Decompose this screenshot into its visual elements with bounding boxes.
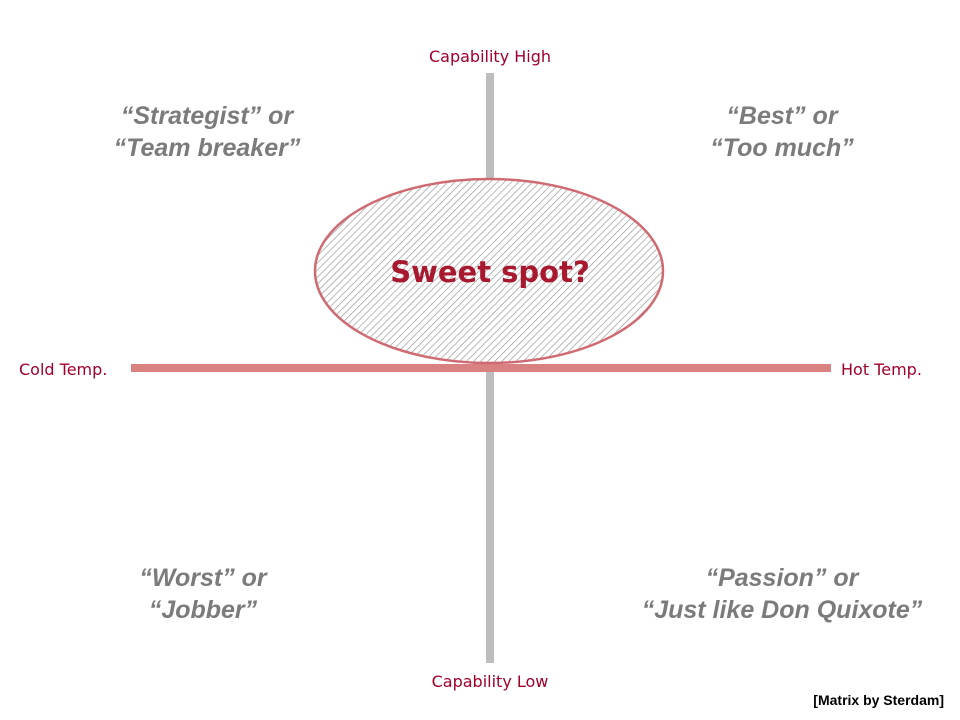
- axis-label-hot-temp: Hot Temp.: [841, 360, 922, 379]
- quadrant-top-left: “Strategist” or “Team breaker”: [87, 100, 327, 164]
- quadrant-top-left-line1: “Strategist” or: [120, 102, 294, 130]
- axis-label-capability-low: Capability Low: [431, 672, 549, 691]
- quadrant-bottom-left-line1: “Worst” or: [139, 564, 267, 592]
- quadrant-bottom-right: “Passion” or “Just like Don Quixote”: [602, 562, 960, 626]
- quadrant-top-right-line1: “Best” or: [726, 102, 838, 130]
- axis-label-capability-high: Capability High: [428, 47, 552, 66]
- quadrant-bottom-left-line2: “Jobber”: [148, 596, 258, 624]
- quadrant-top-left-line2: “Team breaker”: [113, 134, 301, 162]
- horizontal-axis-temperature: [131, 364, 831, 372]
- credit-text: [Matrix by Sterdam]: [813, 692, 944, 708]
- quadrant-bottom-right-line1: “Passion” or: [705, 564, 859, 592]
- quadrant-bottom-right-line2: “Just like Don Quixote”: [641, 596, 923, 624]
- sweet-spot-label: Sweet spot?: [390, 255, 590, 289]
- quadrant-top-right-line2: “Too much”: [710, 134, 854, 162]
- quadrant-top-right: “Best” or “Too much”: [662, 100, 902, 164]
- quadrant-bottom-left: “Worst” or “Jobber”: [83, 562, 323, 626]
- axis-label-cold-temp: Cold Temp.: [19, 360, 108, 379]
